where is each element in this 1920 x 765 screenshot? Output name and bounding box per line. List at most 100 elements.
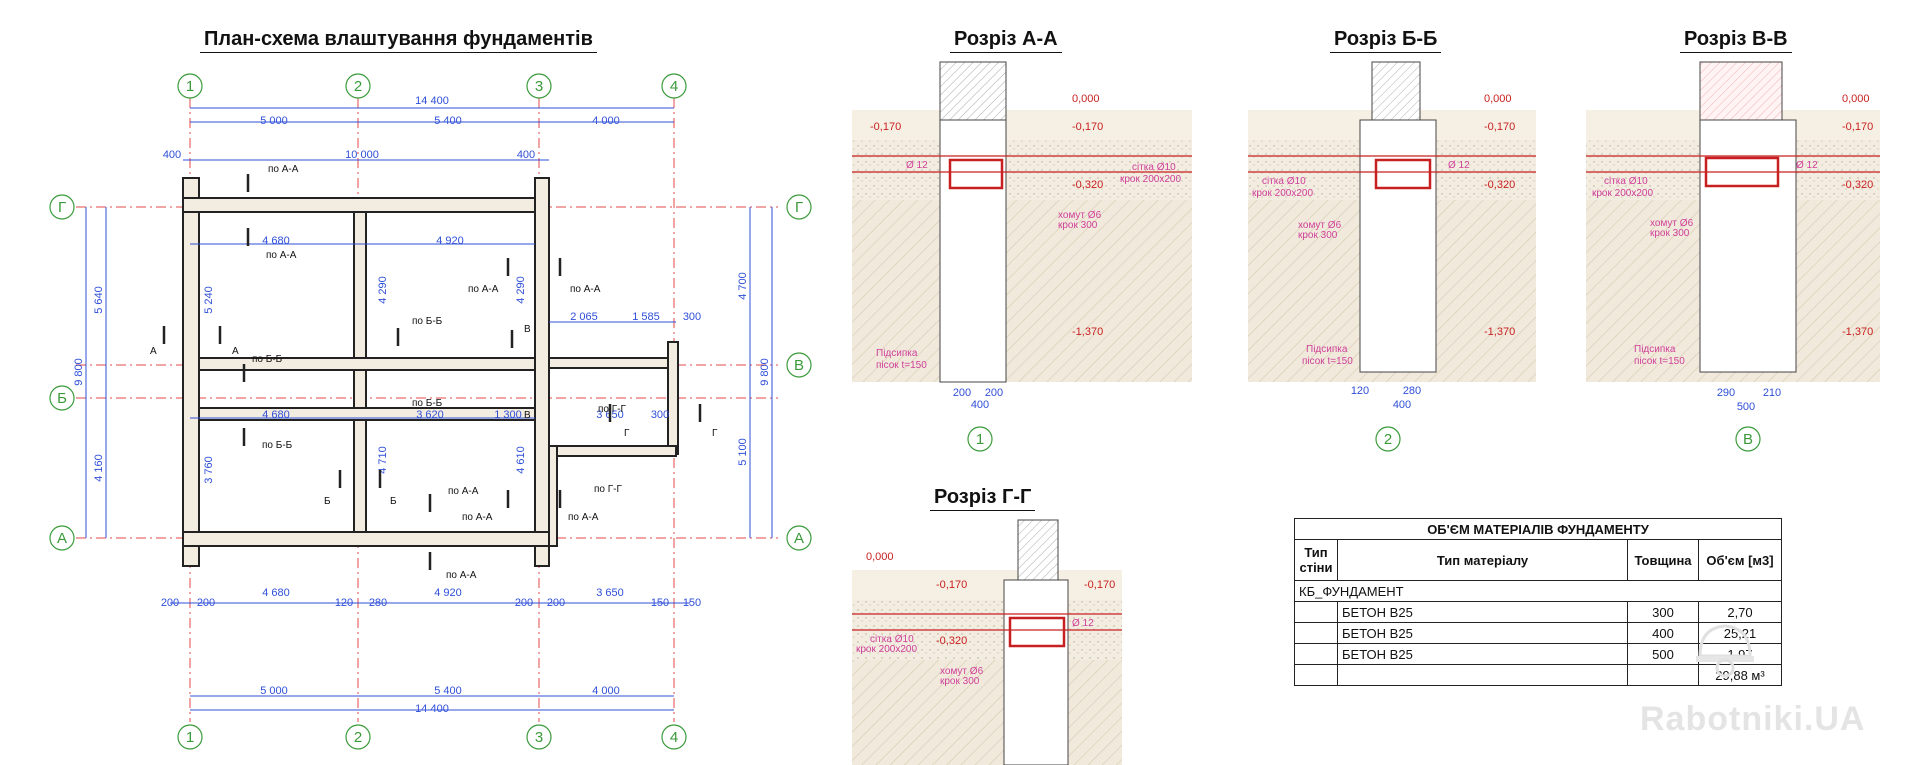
bb-axis: 2 xyxy=(1384,431,1392,448)
aa-level-3: -1,370 xyxy=(1072,326,1103,338)
table-cell-material: БЕТОН В25 xyxy=(1337,643,1628,665)
aa-level-1b: -0,170 xyxy=(1072,121,1103,133)
dim-bottom-axes-3: 4 000 xyxy=(592,685,620,697)
mark-aa-1: по А-А xyxy=(268,164,299,175)
axis-label-4-bottom: 4 xyxy=(670,729,678,746)
aa-axis: 1 xyxy=(976,431,984,448)
gg-mesh-step: крок 200х200 xyxy=(856,644,917,655)
bb-stirrup: хомут Ø6 xyxy=(1298,220,1342,231)
table-cell-thickness: 400 xyxy=(1627,622,1699,644)
dim-top-total: 14 400 xyxy=(415,95,449,107)
dim-bottom-8: 200 xyxy=(547,597,565,609)
gg-level-1b: -0,170 xyxy=(1084,579,1115,591)
axis-label-b-left: Б xyxy=(57,390,67,407)
aa-stirrup: хомут Ø6 xyxy=(1058,210,1102,221)
watermark-text: Rabotniki.UA xyxy=(1640,700,1866,738)
vv-level-1: -0,170 xyxy=(1842,121,1873,133)
axis-label-1-bottom: 1 xyxy=(186,729,194,746)
axis-label-4-top: 4 xyxy=(670,78,678,95)
vv-bar: Ø 12 xyxy=(1796,160,1818,171)
section-bb-title: Розріз Б-Б xyxy=(1330,28,1442,53)
dim-bottom-3: 4 680 xyxy=(262,587,290,599)
bb-level-2: -0,320 xyxy=(1484,179,1515,191)
section-aa-title: Розріз А-А xyxy=(950,28,1062,53)
table-title: ОБ'ЄМ МАТЕРІАЛІВ ФУНДАМЕНТУ xyxy=(1294,518,1782,540)
dim-inner-3: 400 xyxy=(517,149,535,161)
vv-level-0: 0,000 xyxy=(1842,93,1870,105)
bb-level-0: 0,000 xyxy=(1484,93,1512,105)
gg-level-1: -0,170 xyxy=(936,579,967,591)
dim-room5-h: 4 290 xyxy=(515,276,527,304)
mark-bb-1: по Б-Б xyxy=(412,316,443,327)
table-cell-thickness: 300 xyxy=(1627,601,1699,623)
axis-label-v-right: В xyxy=(794,357,804,374)
letter-g-2: Г xyxy=(712,428,718,439)
bb-bar: Ø 12 xyxy=(1448,160,1470,171)
axis-label-3-bottom: 3 xyxy=(535,729,543,746)
aa-mesh: сітка Ø10 xyxy=(1132,162,1176,173)
dim-bottom-6: 4 920 xyxy=(434,587,462,599)
dim-top-3: 4 000 xyxy=(592,115,620,127)
table-header-wall-type: Тип стіни xyxy=(1294,539,1338,581)
bb-sand-2: пісок t=150 xyxy=(1302,356,1353,367)
axis-label-g-right: Г xyxy=(795,199,803,216)
dim-right-1: 4 700 xyxy=(737,272,749,300)
dim-left-1: 5 640 xyxy=(93,286,105,314)
letter-v-2: В xyxy=(524,410,531,421)
aa-dim-bottom-2: 200 xyxy=(985,387,1003,399)
vv-dim-bottom-3: 500 xyxy=(1737,401,1755,413)
dim-room1-h: 5 240 xyxy=(203,286,215,314)
dim-inner-1: 400 xyxy=(163,149,181,161)
axis-label-1-top: 1 xyxy=(186,78,194,95)
dim-bottom-1: 200 xyxy=(161,597,179,609)
mark-aa-8: по А-А xyxy=(446,570,477,581)
mark-aa-4: по А-А xyxy=(570,284,601,295)
dim-room6-h: 4 610 xyxy=(515,446,527,474)
mark-aa-5: по А-А xyxy=(448,486,479,497)
mark-gg-1: по Г-Г xyxy=(598,404,627,415)
dim-room4-w: 3 620 xyxy=(416,409,444,421)
axis-label-g-left: Г xyxy=(58,199,66,216)
dim-room2-w: 4 920 xyxy=(436,235,464,247)
mark-aa-6: по А-А xyxy=(462,512,493,523)
gg-mesh: сітка Ø10 xyxy=(870,634,914,645)
table-total: 29,88 м³ xyxy=(1698,664,1782,686)
section-vv-title: Розріз В-В xyxy=(1680,28,1792,53)
dim-bottom-axes-1: 5 000 xyxy=(260,685,288,697)
table-cell-thickness: 500 xyxy=(1627,643,1699,665)
section-gg-title: Розріз Г-Г xyxy=(930,486,1036,511)
axis-label-a-left: А xyxy=(57,530,67,547)
dim-bottom-4: 120 xyxy=(335,597,353,609)
dim-right-2: 5 100 xyxy=(737,438,749,466)
materials-table: ОБ'ЄМ МАТЕРІАЛІВ ФУНДАМЕНТУ Тип стіни Ти… xyxy=(1294,518,1782,686)
letter-b-2: Б xyxy=(390,496,397,507)
table-row: БЕТОН В25 500 1,97 xyxy=(1294,643,1782,665)
dim-room4-h: 4 710 xyxy=(377,446,389,474)
bb-stirrup-step: крок 300 xyxy=(1298,230,1338,241)
gg-level-0: 0,000 xyxy=(866,551,894,563)
axis-label-a-right: А xyxy=(794,530,804,547)
vv-sand-2: пісок t=150 xyxy=(1634,356,1685,367)
vv-level-2: -0,320 xyxy=(1842,179,1873,191)
vv-stirrup-step: крок 300 xyxy=(1650,228,1690,239)
dim-top-1: 5 000 xyxy=(260,115,288,127)
dim-bottom-10: 150 xyxy=(651,597,669,609)
letter-b-1: Б xyxy=(324,496,331,507)
bb-mesh-step: крок 200х200 xyxy=(1252,188,1313,199)
section-bb-drawing xyxy=(1248,61,1536,382)
dim-bottom-5: 280 xyxy=(369,597,387,609)
dim-bottom-7: 200 xyxy=(515,597,533,609)
table-header-volume: Об'єм [м3] xyxy=(1698,539,1782,581)
mark-bb-4: по Б-Б xyxy=(262,440,293,451)
aa-level-1: -0,170 xyxy=(870,121,901,133)
letter-a-1: А xyxy=(150,346,157,357)
bb-sand-1: Підсипка xyxy=(1306,344,1348,355)
axis-label-3-top: 3 xyxy=(535,78,543,95)
vv-stirrup: хомут Ø6 xyxy=(1650,218,1694,229)
dim-left-2: 4 160 xyxy=(93,454,105,482)
table-row: БЕТОН В25 400 25,21 xyxy=(1294,622,1782,644)
plan-title: План-схема влаштування фундаментів xyxy=(200,28,597,53)
gg-stirrup: хомут Ø6 xyxy=(940,666,984,677)
dim-inner-2: 10 000 xyxy=(345,149,379,161)
dim-ext-300: 300 xyxy=(683,311,701,323)
